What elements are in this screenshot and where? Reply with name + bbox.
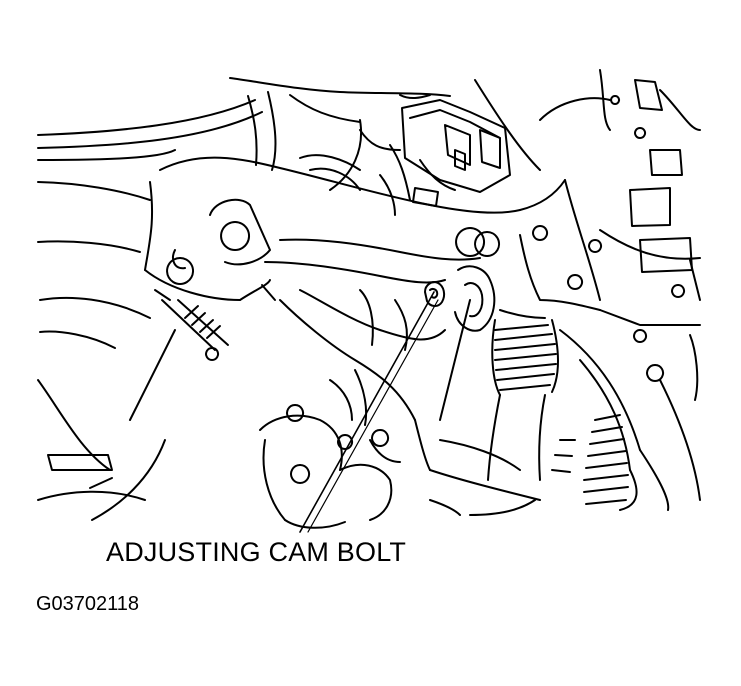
callout-label: ADJUSTING CAM BOLT [106, 537, 407, 567]
strut-tower [230, 70, 700, 300]
stabilizer-link [155, 290, 228, 360]
lower-control-arm [280, 266, 494, 470]
left-body-panel [38, 100, 262, 520]
figure-id: G03702118 [36, 593, 140, 615]
callout-leader [300, 292, 438, 532]
brake-caliper [260, 370, 400, 528]
adjusting-cam-bolt [425, 282, 444, 306]
wheel-well [430, 330, 700, 515]
wiring-connector [300, 100, 510, 215]
subframe-crossmember [145, 158, 700, 400]
tie-rod-boot [488, 310, 558, 480]
